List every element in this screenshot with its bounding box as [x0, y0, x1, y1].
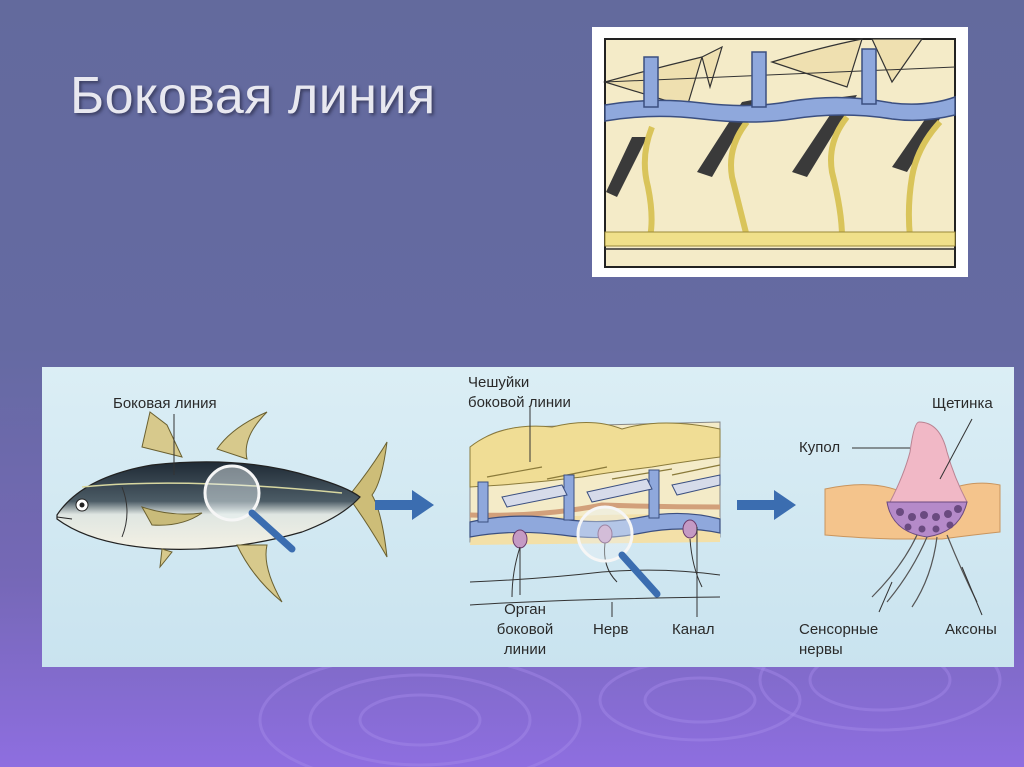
label-scales-line1: Чешуйки — [468, 374, 530, 391]
lateral-line-canal-figure — [592, 27, 968, 277]
arrow-right-icon — [737, 490, 796, 520]
lateral-line-organ-figure: Боковая линия Чешуйки боковой линии Орга… — [42, 367, 1014, 667]
label-scales-line2: боковой линии — [468, 394, 571, 411]
label-organ-line1: Орган — [504, 601, 546, 618]
label-organ-line2: боковой — [496, 621, 554, 638]
label-organ-line3: линии — [503, 641, 547, 658]
canal-section-illustration — [469, 407, 721, 617]
label-cupula: Купол — [799, 439, 841, 456]
label-axons: Аксоны — [945, 621, 997, 638]
neuromast-illustration — [824, 418, 1001, 616]
label-sensory-line1: Сенсорные — [799, 621, 879, 638]
arrow-right-icon — [375, 490, 434, 520]
fish-illustration — [56, 411, 388, 603]
label-canal: Канал — [672, 621, 715, 638]
label-lateral-line: Боковая линия — [113, 395, 217, 412]
slide-title: Боковая линия — [70, 67, 436, 125]
label-sensory-line2: нервы — [799, 641, 843, 658]
label-nerve: Нерв — [593, 621, 629, 638]
label-bristle: Щетинка — [932, 395, 993, 412]
